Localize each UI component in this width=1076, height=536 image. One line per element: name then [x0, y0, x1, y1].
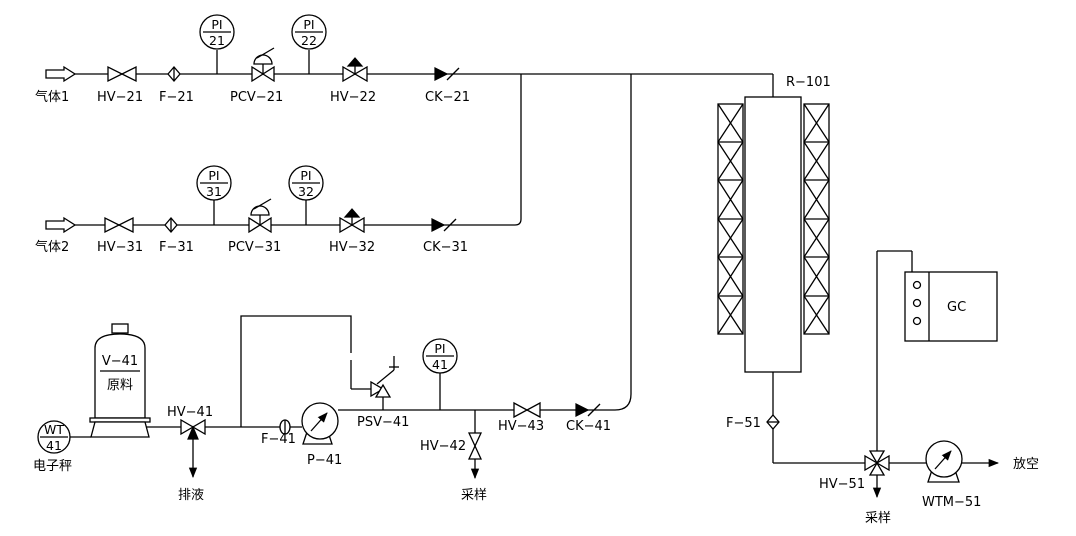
pi22-top: PI — [303, 17, 314, 32]
hv21-valve[interactable] — [107, 65, 137, 83]
ck31-label: CK−31 — [423, 240, 468, 255]
ck21-label: CK−21 — [425, 90, 470, 105]
hv41-valve[interactable] — [180, 418, 206, 440]
piping — [75, 50, 1000, 499]
f51-label: F−51 — [726, 416, 761, 431]
pi31-gauge — [196, 165, 232, 201]
hv21-label: HV−21 — [97, 90, 143, 105]
gc-analyzer[interactable] — [904, 271, 998, 342]
f51-filter[interactable] — [766, 414, 780, 430]
indicator-light-icon — [912, 298, 922, 308]
gas1-line: 气体1 HV−21 F−21 PCV−21 HV−22 CK−21 PI 21 … — [35, 14, 470, 105]
hv41-label: HV−41 — [167, 405, 213, 420]
tank-v41 — [89, 323, 151, 438]
scale-label: 电子秤 — [33, 459, 72, 474]
indicator-light-icon — [912, 316, 922, 326]
hv32-valve[interactable] — [339, 208, 365, 234]
f41-filter[interactable] — [279, 419, 291, 435]
hv51-valve[interactable] — [864, 450, 890, 476]
gc-label: GC — [947, 300, 966, 315]
pi21-gauge — [199, 14, 235, 50]
p41-pump[interactable] — [301, 402, 339, 445]
f21-label: F−21 — [159, 90, 194, 105]
ck31-check-valve[interactable] — [431, 218, 457, 232]
pi32-num: 32 — [298, 184, 314, 199]
wtm51-label: WTM−51 — [922, 495, 981, 510]
pcv31-valve[interactable] — [248, 198, 272, 234]
hv31-valve[interactable] — [104, 216, 134, 234]
f31-label: F−31 — [159, 240, 194, 255]
feed-section: V−41 原料 WT 41 电子秤 HV−41 排液 F−41 P−41 — [33, 323, 611, 503]
ck41-check-valve[interactable] — [575, 403, 601, 417]
reactor-label: R−101 — [786, 75, 831, 90]
hv31-label: HV−31 — [97, 240, 143, 255]
hv43-label: HV−43 — [498, 419, 544, 434]
tank-tag: V−41 — [102, 354, 138, 369]
tank-desc: 原料 — [107, 378, 133, 393]
vent-label: 放空 — [1013, 457, 1039, 472]
pi31-num: 31 — [206, 184, 222, 199]
gas2-label: 气体2 — [35, 239, 69, 255]
wt41-num: 41 — [46, 438, 62, 453]
pi32-gauge — [288, 165, 324, 201]
hv51-label: HV−51 — [819, 477, 865, 492]
hv32-label: HV−32 — [329, 240, 375, 255]
reactor-r101: R−101 — [717, 75, 831, 373]
psv41-label: PSV−41 — [357, 415, 409, 430]
hv22-valve[interactable] — [342, 57, 368, 83]
heater-right — [803, 103, 830, 335]
pi41-gauge — [422, 338, 458, 374]
sample-label-1: 采样 — [461, 488, 487, 503]
hv42-label: HV−42 — [420, 439, 466, 454]
reactor-body — [744, 96, 802, 373]
heater-left — [717, 103, 744, 335]
gas2-inlet-arrow — [45, 216, 77, 234]
indicator-light-icon — [912, 280, 922, 290]
ck21-check-valve[interactable] — [434, 67, 460, 81]
f41-label: F−41 — [261, 432, 296, 447]
pi22-gauge — [291, 14, 327, 50]
pcv21-valve[interactable] — [251, 47, 275, 83]
p41-label: P−41 — [307, 453, 342, 468]
drain-label: 排液 — [178, 488, 204, 503]
ck41-label: CK−41 — [566, 419, 611, 434]
wt41-instrument — [37, 420, 91, 454]
hv43-valve[interactable] — [513, 401, 541, 419]
wtm51-meter[interactable] — [925, 440, 963, 483]
pi21-num: 21 — [209, 33, 225, 48]
pi41-num: 41 — [432, 357, 448, 372]
pi31-top: PI — [208, 168, 219, 183]
pi41-top: PI — [434, 341, 445, 356]
outlet-section: F−51 HV−51 采样 WTM−51 放空 GC — [726, 271, 1039, 526]
pcv21-label: PCV−21 — [230, 90, 283, 105]
hv22-label: HV−22 — [330, 90, 376, 105]
gas1-inlet-arrow — [45, 65, 77, 83]
pi21-top: PI — [211, 17, 222, 32]
wt41-top: WT — [44, 422, 64, 437]
pcv31-label: PCV−31 — [228, 240, 281, 255]
pi22-num: 22 — [301, 33, 317, 48]
gas2-line: 气体2 HV−31 F−31 PCV−31 HV−32 CK−31 PI 31 … — [35, 165, 468, 255]
gas1-label: 气体1 — [35, 89, 69, 105]
sample-label-2: 采样 — [865, 511, 891, 526]
psv41-valve[interactable] — [370, 356, 399, 398]
hv42-valve[interactable] — [467, 432, 483, 460]
pi32-top: PI — [300, 168, 311, 183]
